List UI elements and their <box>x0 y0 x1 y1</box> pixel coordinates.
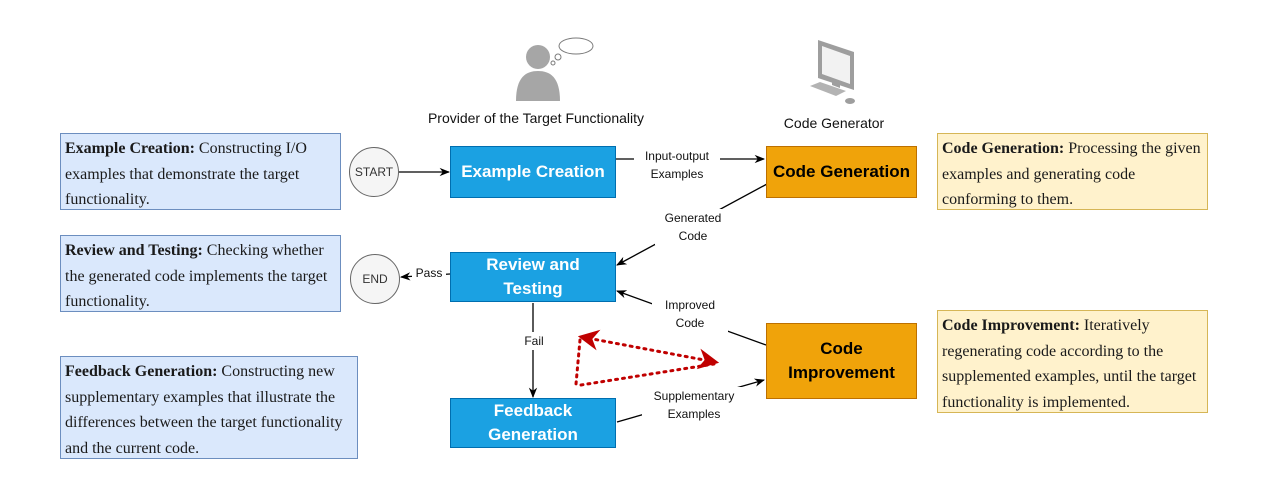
edge-label-pass: Pass <box>412 264 446 282</box>
note-review-testing: Review and Testing: Checking whether the… <box>60 235 341 312</box>
note-example-creation: Example Creation: Constructing I/O examp… <box>60 133 341 210</box>
edge-label-line: Improved <box>664 298 716 312</box>
end-node: END <box>350 254 400 304</box>
note-text: Constructing I/O examples that demonstra… <box>65 140 307 208</box>
edge-label-line: Examples <box>667 407 721 421</box>
person-thinking-icon <box>516 37 594 101</box>
edge-label-generated-code: Generated Code <box>655 209 731 245</box>
note-feedback-generation: Feedback Generation: Constructing new su… <box>60 356 358 459</box>
edge-label-line: Generated <box>664 211 722 225</box>
feedback-generation-node: Feedback Generation <box>450 398 616 448</box>
note-title: Example Creation: <box>65 140 195 157</box>
note-text: Constructing new supplementary examples … <box>65 363 343 457</box>
edge-label-line: Code <box>675 316 705 330</box>
edge-label-line: Supplementary <box>653 389 735 403</box>
note-title: Code Generation: <box>942 140 1065 157</box>
note-title: Code Improvement: <box>942 317 1080 334</box>
edge-label-input-output: Input-output Examples <box>634 147 720 183</box>
code-generator-label: Code Generator <box>783 115 885 131</box>
note-text: Checking whether the generated code impl… <box>65 242 328 310</box>
edge-label-line: Input-output <box>644 149 710 163</box>
note-title: Feedback Generation: <box>65 363 218 380</box>
edge-label-fail: Fail <box>519 332 549 350</box>
iteration-loop-icon <box>574 329 720 387</box>
note-text: Processing the given examples and genera… <box>942 140 1201 208</box>
edge-label-improved-code: Improved Code <box>652 296 728 332</box>
example-creation-node: Example Creation <box>450 146 616 198</box>
start-node: START <box>349 147 399 197</box>
edge-label-supplementary-examples: Supplementary Examples <box>642 387 746 423</box>
note-text: Iteratively regenerating code according … <box>942 317 1197 411</box>
computer-icon <box>810 40 855 104</box>
edge-label-line: Code <box>678 229 708 243</box>
provider-label: Provider of the Target Functionality <box>427 110 645 126</box>
note-code-generation: Code Generation: Processing the given ex… <box>937 133 1208 210</box>
code-generation-node: Code Generation <box>766 146 917 198</box>
code-improvement-node: Code Improvement <box>766 323 917 399</box>
note-code-improvement: Code Improvement: Iteratively regenerati… <box>937 310 1208 413</box>
review-testing-node: Review and Testing <box>450 252 616 302</box>
edge-label-line: Examples <box>650 167 704 181</box>
note-title: Review and Testing: <box>65 242 203 259</box>
